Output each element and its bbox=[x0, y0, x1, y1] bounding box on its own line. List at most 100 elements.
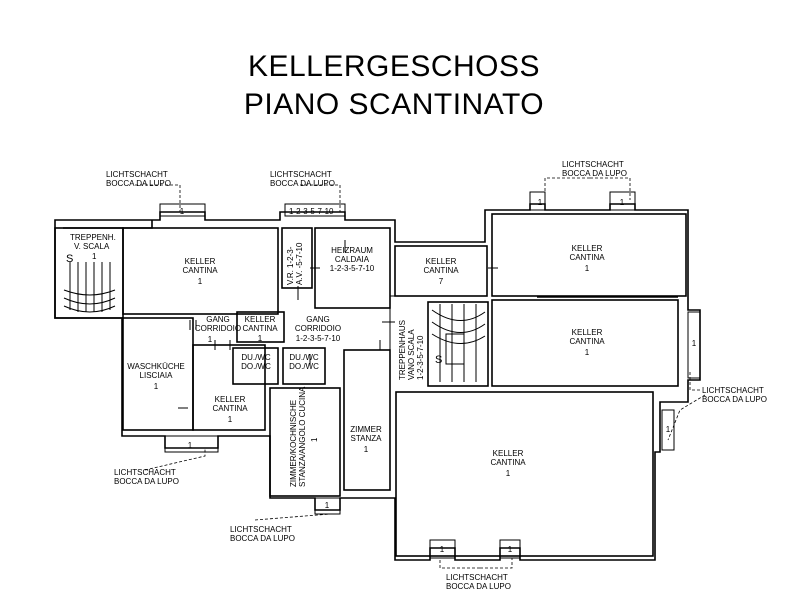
room-zimmer-stanza: ZIMMER STANZA 1 bbox=[350, 425, 382, 454]
svg-text:KELLER: KELLER bbox=[572, 328, 603, 337]
room-gang-corridoio-left: GANG CORRIDOIO 1 bbox=[195, 315, 241, 344]
room-treppenhaus-left: TREPPENH. V. SCALA 1 bbox=[70, 233, 116, 261]
outer-wall bbox=[54, 203, 701, 561]
svg-text:LISCIAIA: LISCIAIA bbox=[140, 371, 174, 380]
lightwell-label-bottom-left: LICHTSCHACHT BOCCA DA LUPO bbox=[114, 468, 179, 486]
svg-text:WASCHKÜCHE: WASCHKÜCHE bbox=[127, 362, 184, 371]
svg-text:1: 1 bbox=[506, 469, 511, 478]
room-treppenhaus-mid: TREPPENHAUS VANO SCALA 1-2-3-5-7-10 bbox=[398, 320, 425, 380]
svg-text:1: 1 bbox=[364, 445, 369, 454]
svg-text:LICHTSCHACHT: LICHTSCHACHT bbox=[106, 170, 168, 179]
room-du-wc-2: DU./WC DO./WC bbox=[289, 353, 319, 371]
room-zimmer-kochnische: ZIMMER/KOCHNISCHE STANZA/ANGOLO CUCINA 1 bbox=[289, 386, 319, 487]
svg-text:1-2-3-5-7-10: 1-2-3-5-7-10 bbox=[296, 334, 341, 343]
interior-walls bbox=[54, 213, 687, 557]
svg-text:V. SCALA: V. SCALA bbox=[74, 242, 110, 251]
room-du-wc-1: DU./WC DO./WC bbox=[241, 353, 271, 371]
svg-text:1-2-3-5-7-10: 1-2-3-5-7-10 bbox=[416, 335, 425, 380]
svg-text:LICHTSCHACHT: LICHTSCHACHT bbox=[114, 468, 176, 477]
svg-text:LICHTSCHACHT: LICHTSCHACHT bbox=[270, 170, 332, 179]
svg-text:CANTINA: CANTINA bbox=[569, 253, 605, 262]
room-vr-av: V.R. 1-2-3- A.V. -5-7-10 bbox=[286, 242, 304, 285]
door-marks bbox=[178, 240, 498, 409]
lightwell-label-top-mid: LICHTSCHACHT BOCCA DA LUPO bbox=[270, 170, 335, 188]
svg-text:LICHTSCHACHT: LICHTSCHACHT bbox=[562, 160, 624, 169]
svg-text:CORRIDOIO: CORRIDOIO bbox=[295, 324, 341, 333]
room-keller-cantina-big: KELLER CANTINA 1 bbox=[490, 449, 526, 478]
svg-text:LICHTSCHACHT: LICHTSCHACHT bbox=[446, 573, 508, 582]
svg-text:KELLER: KELLER bbox=[185, 257, 216, 266]
plan-title-german: KELLERGESCHOSS bbox=[247, 50, 541, 83]
svg-text:BOCCA DA LUPO: BOCCA DA LUPO bbox=[446, 582, 511, 591]
room-keller-cantina-top-right: KELLER CANTINA 1 bbox=[569, 244, 605, 273]
svg-text:1: 1 bbox=[228, 415, 233, 424]
svg-text:A.V. -5-7-10: A.V. -5-7-10 bbox=[295, 242, 304, 285]
svg-text:BOCCA DA LUPO: BOCCA DA LUPO bbox=[114, 477, 179, 486]
well-number: 1 bbox=[538, 198, 543, 207]
staircase-mid bbox=[431, 304, 486, 382]
svg-text:1-2-3-5-7-10: 1-2-3-5-7-10 bbox=[330, 264, 375, 273]
well-number: 1 bbox=[508, 545, 513, 554]
svg-text:STANZA/ANGOLO CUCINA: STANZA/ANGOLO CUCINA bbox=[298, 386, 307, 487]
svg-text:DU./WC: DU./WC bbox=[241, 353, 271, 362]
outer-wall-inner bbox=[63, 220, 153, 229]
svg-text:GANG: GANG bbox=[306, 315, 330, 324]
svg-text:CALDAIA: CALDAIA bbox=[335, 255, 370, 264]
room-shaft-top: 1-2-3-5-7-10 bbox=[289, 207, 334, 216]
svg-text:CANTINA: CANTINA bbox=[423, 266, 459, 275]
svg-text:1: 1 bbox=[154, 382, 159, 391]
svg-text:CORRIDOIO: CORRIDOIO bbox=[195, 324, 241, 333]
svg-text:ZIMMER/KOCHNISCHE: ZIMMER/KOCHNISCHE bbox=[289, 400, 298, 487]
svg-text:BOCCA DA LUPO: BOCCA DA LUPO bbox=[702, 395, 767, 404]
lightwell-label-bottom-mid: LICHTSCHACHT BOCCA DA LUPO bbox=[230, 525, 295, 543]
svg-text:1: 1 bbox=[310, 437, 319, 442]
svg-text:DO./WC: DO./WC bbox=[241, 362, 271, 371]
staircase-left bbox=[63, 262, 116, 313]
room-keller-cantina-top-left: KELLER CANTINA 1 bbox=[182, 257, 218, 286]
well-number: 1 bbox=[440, 545, 445, 554]
svg-text:VANO SCALA: VANO SCALA bbox=[407, 329, 416, 380]
svg-text:ZIMMER: ZIMMER bbox=[350, 425, 382, 434]
svg-text:1: 1 bbox=[258, 334, 263, 343]
room-keller-cantina-7: KELLER CANTINA 7 bbox=[423, 257, 459, 286]
svg-text:KELLER: KELLER bbox=[215, 395, 246, 404]
svg-text:DO./WC: DO./WC bbox=[289, 362, 319, 371]
svg-text:KELLER: KELLER bbox=[572, 244, 603, 253]
svg-text:CANTINA: CANTINA bbox=[569, 337, 605, 346]
svg-text:KELLER: KELLER bbox=[426, 257, 457, 266]
svg-text:HEIZRAUM: HEIZRAUM bbox=[331, 246, 373, 255]
lightwell-boxes bbox=[159, 191, 701, 559]
lightwell-label-top-left: LICHTSCHACHT BOCCA DA LUPO bbox=[106, 170, 171, 188]
svg-text:KELLER: KELLER bbox=[493, 449, 524, 458]
well-number: 1 bbox=[620, 198, 625, 207]
svg-text:CANTINA: CANTINA bbox=[242, 324, 278, 333]
lightwell-label-bottom-right: LICHTSCHACHT BOCCA DA LUPO bbox=[446, 573, 511, 591]
svg-text:DU./WC: DU./WC bbox=[289, 353, 319, 362]
room-keller-cantina-small: KELLER CANTINA 1 bbox=[242, 315, 278, 343]
svg-text:BOCCA DA LUPO: BOCCA DA LUPO bbox=[562, 169, 627, 178]
svg-text:LICHTSCHACHT: LICHTSCHACHT bbox=[702, 386, 764, 395]
leader-lines bbox=[135, 177, 706, 569]
plan-title-italian: PIANO SCANTINATO bbox=[243, 88, 545, 121]
svg-text:1: 1 bbox=[92, 252, 97, 261]
svg-text:KELLER: KELLER bbox=[245, 315, 276, 324]
svg-text:CANTINA: CANTINA bbox=[490, 458, 526, 467]
lightwell-label-top-right: LICHTSCHACHT BOCCA DA LUPO bbox=[562, 160, 627, 178]
svg-text:BOCCA DA LUPO: BOCCA DA LUPO bbox=[106, 179, 171, 188]
svg-text:LICHTSCHACHT: LICHTSCHACHT bbox=[230, 525, 292, 534]
svg-text:1: 1 bbox=[585, 264, 590, 273]
svg-text:CANTINA: CANTINA bbox=[212, 404, 248, 413]
lightwell-label-right: LICHTSCHACHT BOCCA DA LUPO bbox=[702, 386, 767, 404]
stair-s-left: S bbox=[66, 253, 73, 265]
room-keller-cantina-right: KELLER CANTINA 1 bbox=[569, 328, 605, 357]
svg-text:TREPPENHAUS: TREPPENHAUS bbox=[398, 320, 407, 380]
well-number: 1 bbox=[325, 501, 330, 510]
svg-text:BOCCA DA LUPO: BOCCA DA LUPO bbox=[270, 179, 335, 188]
svg-text:1-2-3-5-7-10: 1-2-3-5-7-10 bbox=[289, 207, 334, 216]
stair-s-mid: S bbox=[435, 354, 442, 366]
svg-text:CANTINA: CANTINA bbox=[182, 266, 218, 275]
svg-text:1: 1 bbox=[198, 277, 203, 286]
room-keller-cantina-bottom-left: KELLER CANTINA 1 bbox=[212, 395, 248, 424]
svg-text:V.R. 1-2-3-: V.R. 1-2-3- bbox=[286, 246, 295, 285]
svg-text:7: 7 bbox=[439, 277, 444, 286]
